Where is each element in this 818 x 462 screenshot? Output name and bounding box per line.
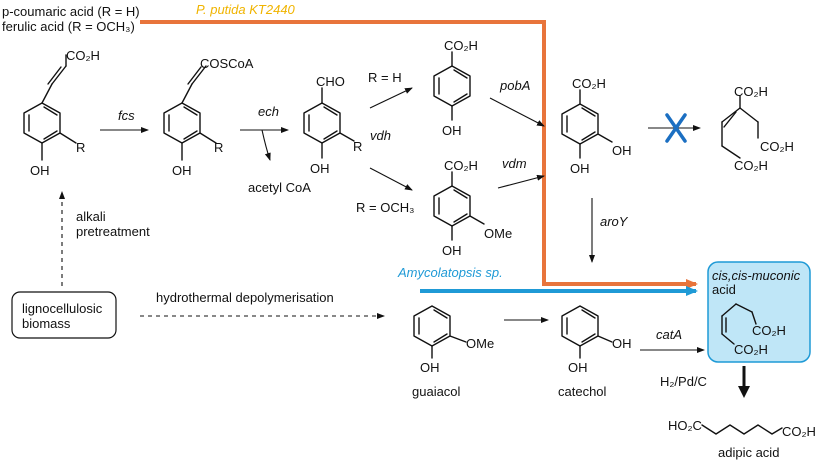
vdh-upper-arrow bbox=[369, 87, 413, 109]
aldehyde-structure bbox=[303, 87, 355, 159]
adipic-acid-label: adipic acid bbox=[718, 445, 779, 460]
catechol-label: catechol bbox=[558, 384, 607, 399]
biomass-box bbox=[11, 291, 117, 339]
biomass-line2: biomass bbox=[22, 316, 71, 331]
r-equals-h-label: R = H bbox=[368, 70, 402, 85]
pretreatment-label: pretreatment bbox=[76, 224, 150, 239]
adipic-acid-chain bbox=[701, 424, 783, 435]
r-group: R bbox=[353, 139, 362, 154]
vdh-enzyme-label: vdh bbox=[370, 128, 391, 143]
acetyl-coa-arrow bbox=[261, 129, 271, 161]
coa-thioester-structure bbox=[163, 65, 217, 161]
fcs-enzyme-label: fcs bbox=[118, 108, 135, 123]
hydrogenation-label: H₂/Pd/C bbox=[660, 374, 707, 389]
blocked-x-icon bbox=[665, 113, 687, 143]
oh-group: OH bbox=[570, 161, 590, 176]
muconic-acid-structure bbox=[721, 303, 757, 345]
guaiacol-structure bbox=[413, 305, 467, 359]
ome-group: OMe bbox=[484, 226, 512, 241]
r-group: R bbox=[214, 140, 223, 155]
r-equals-och3-label: R = OCH₃ bbox=[356, 200, 414, 215]
oh-group: OH bbox=[420, 360, 440, 375]
co2h-group: CO₂H bbox=[444, 38, 478, 53]
alkali-label: alkali bbox=[76, 209, 106, 224]
oh-group: OH bbox=[612, 336, 632, 351]
p-coumaric-acid-label: p-coumaric acid (R = H) bbox=[2, 4, 140, 19]
co2h-group: CO₂H bbox=[782, 424, 816, 439]
oh-group: OH bbox=[442, 243, 462, 258]
co2h-group: CO₂H bbox=[734, 342, 768, 357]
ho2c-group: HO₂C bbox=[668, 418, 702, 433]
catechol-structure bbox=[561, 305, 613, 359]
oh-group: OH bbox=[442, 123, 462, 138]
vanillic-acid-structure bbox=[433, 171, 485, 241]
oh-group: OH bbox=[172, 163, 192, 178]
putida-label: P. putida KT2440 bbox=[196, 2, 296, 17]
oh-group: OH bbox=[568, 360, 588, 375]
muconic-acid-label: cis,cis-muconic bbox=[712, 268, 801, 283]
acetyl-coa-label: acetyl CoA bbox=[248, 180, 311, 195]
cho-group: CHO bbox=[316, 74, 345, 89]
amycolatopsis-label: Amycolatopsis sp. bbox=[397, 265, 503, 280]
ring-cleavage-product-structure bbox=[721, 95, 759, 159]
co2h-group: CO₂H bbox=[734, 84, 768, 99]
aroy-enzyme-label: aroY bbox=[600, 214, 629, 229]
ome-group: OMe bbox=[466, 336, 494, 351]
vdh-lower-arrow bbox=[369, 167, 413, 191]
poba-arrow bbox=[489, 97, 545, 127]
co2h-group: CO₂H bbox=[734, 158, 768, 173]
r-group: R bbox=[76, 140, 85, 155]
vdm-arrow bbox=[497, 174, 545, 189]
biomass-line1: lignocellulosic bbox=[22, 301, 103, 316]
co2h-group: CO₂H bbox=[572, 76, 606, 91]
oh-group: OH bbox=[612, 143, 632, 158]
poba-enzyme-label: pobA bbox=[499, 78, 530, 93]
coumaric-ferulic-structure bbox=[23, 54, 77, 161]
ferulic-acid-label: ferulic acid (R = OCH₃) bbox=[2, 19, 135, 34]
co2h-group: CO₂H bbox=[752, 323, 786, 338]
putida-route-line bbox=[140, 20, 698, 289]
muconic-acid-line2: acid bbox=[712, 282, 736, 297]
coscoa-group: COSCoA bbox=[200, 56, 254, 71]
muconic-acid-highlight-box bbox=[707, 261, 811, 363]
protocatechuic-acid-structure bbox=[561, 89, 613, 159]
ech-enzyme-label: ech bbox=[258, 104, 279, 119]
co2h-group: CO₂H bbox=[444, 158, 478, 173]
cata-enzyme-label: catA bbox=[656, 327, 682, 342]
oh-group: OH bbox=[30, 163, 50, 178]
co2h-group: CO₂H bbox=[66, 48, 100, 63]
muconic-acid-line1: cis,cis-muconic bbox=[712, 268, 801, 283]
oh-group: OH bbox=[310, 161, 330, 176]
guaiacol-label: guaiacol bbox=[412, 384, 461, 399]
vdm-enzyme-label: vdm bbox=[502, 156, 527, 171]
co2h-group: CO₂H bbox=[760, 139, 794, 154]
hydroxybenzoic-acid-structure bbox=[433, 51, 471, 121]
depolymerisation-label: hydrothermal depolymerisation bbox=[156, 290, 334, 305]
